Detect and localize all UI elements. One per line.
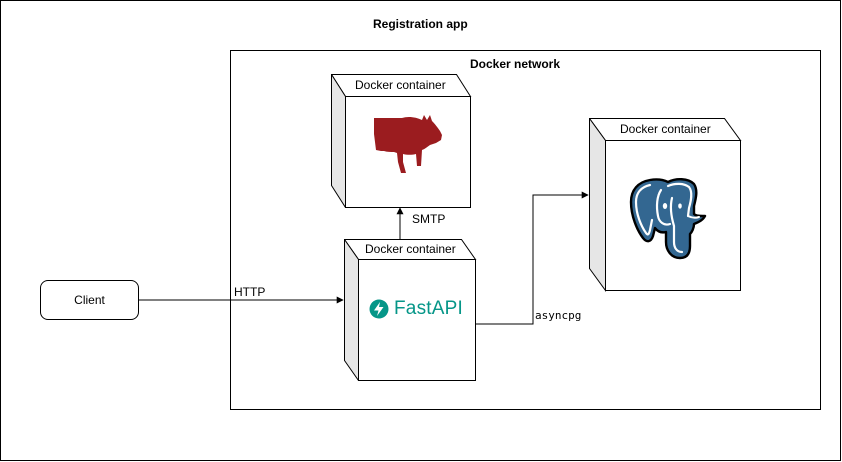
fastapi-wordmark: FastAPI xyxy=(394,298,463,319)
api-container-cube xyxy=(344,239,477,381)
docker-network-title: Docker network xyxy=(470,57,561,71)
mail-container-cube xyxy=(331,74,472,208)
client-node: Client xyxy=(40,280,139,320)
fastapi-logo-icon xyxy=(369,299,389,319)
diagram-title: Registration app xyxy=(373,17,468,31)
mail-container-label: Docker container xyxy=(355,78,446,92)
client-label: Client xyxy=(74,293,105,307)
api-container-label: Docker container xyxy=(365,242,456,256)
pig-icon xyxy=(374,115,442,173)
asyncpg-edge xyxy=(476,191,589,325)
http-label: HTTP xyxy=(234,285,266,299)
smtp-label: SMTP xyxy=(412,212,446,226)
postgresql-elephant-icon xyxy=(629,178,707,260)
fastapi-logo: FastAPI xyxy=(369,298,463,320)
docker-network-boundary xyxy=(230,50,821,410)
db-container-label: Docker container xyxy=(620,122,711,136)
asyncpg-label: asyncpg xyxy=(535,309,582,322)
